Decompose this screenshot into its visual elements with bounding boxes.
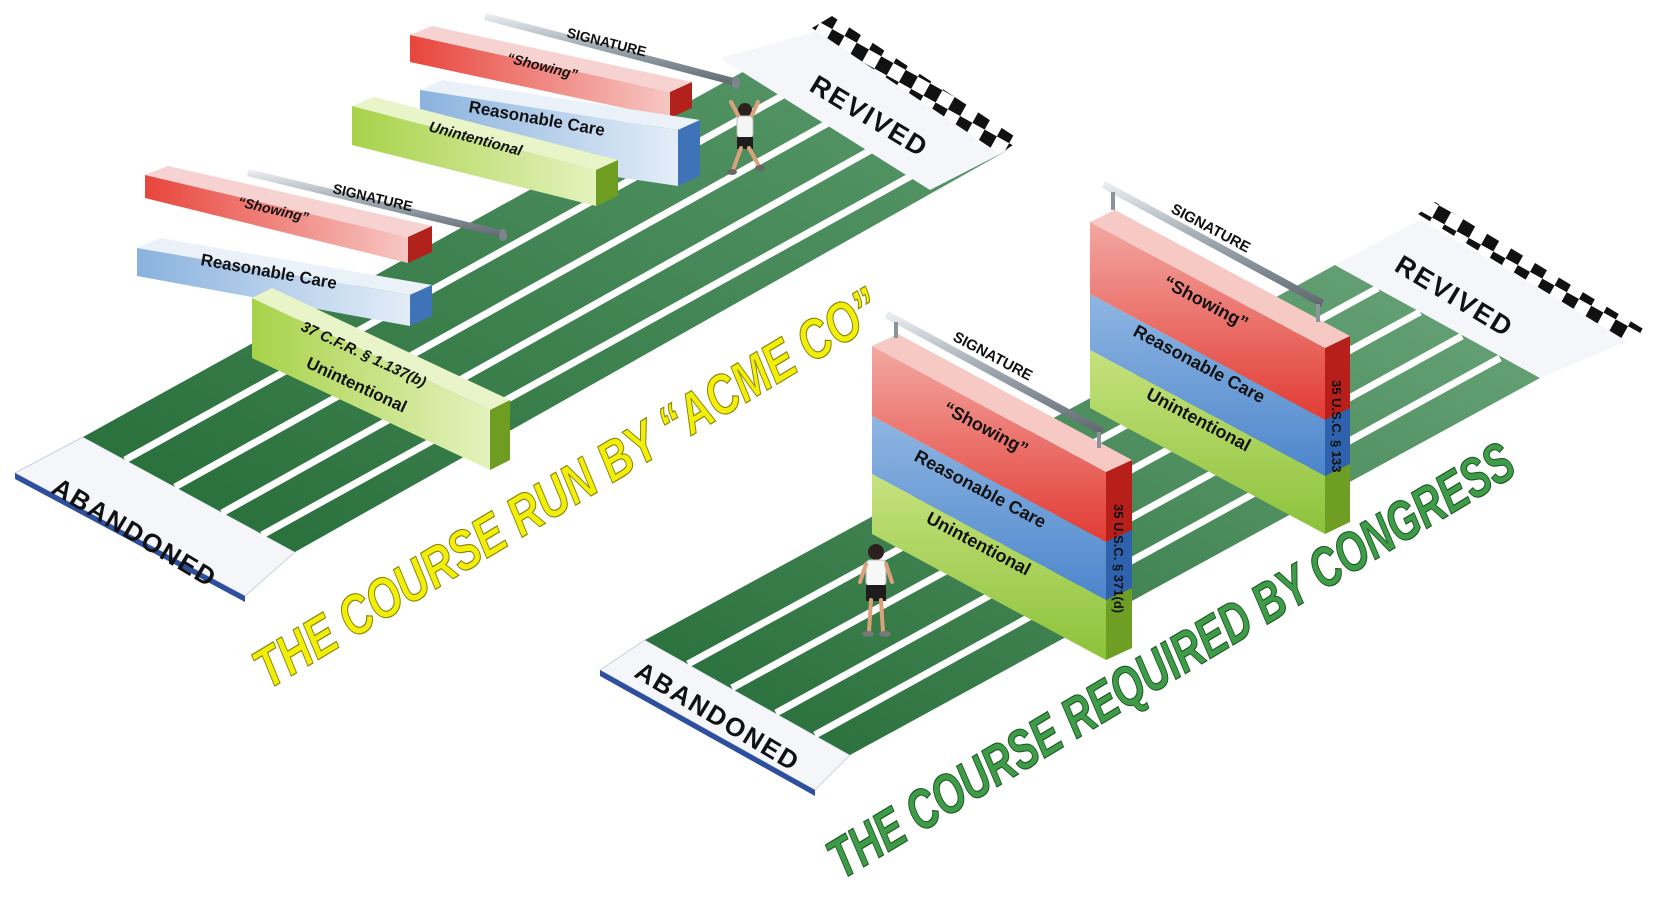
right-runner [858, 544, 894, 637]
left-finish-checker [812, 16, 1020, 154]
left-barrier-set-2: SIGNATURE “Showing” Reasonable Care Unin… [352, 13, 740, 206]
right-start-slab-edge [600, 670, 815, 796]
left-unintentional-bar-2-side [596, 160, 618, 206]
right-wall-1-side-green [1106, 588, 1132, 660]
right-signature-rail-2-post-b [1316, 304, 1320, 322]
left-track [83, 32, 1008, 552]
right-course: REVIVED ABANDONED SIGNATURE “Showing” Re… [599, 181, 1645, 796]
right-wall-2: SIGNATURE “Showing” Reasonable Care Unin… [1090, 181, 1350, 534]
left-signature-rail-2-cap [732, 77, 740, 89]
left-unintentional-bar-1 [252, 298, 490, 470]
right-wall-1-blue [872, 416, 1106, 600]
right-signature-rail-2 [1102, 181, 1324, 307]
left-unintentional-bar-1-top [252, 288, 510, 410]
right-wall-1: SIGNATURE “Showing” Reasonable Care Unin… [872, 311, 1132, 660]
right-signature-rail-1-post-a [894, 322, 898, 338]
left-barrier-set-1: SIGNATURE “Showing” Reasonable Care 37 C… [137, 166, 510, 470]
right-signature-rail-1 [885, 311, 1104, 435]
left-signature-rail-1-cap [499, 229, 507, 241]
left-start-slab-edge [15, 473, 245, 602]
left-runner [727, 100, 765, 175]
right-wall-2-red [1090, 222, 1325, 420]
left-reasonable-bar-1-side [410, 285, 432, 326]
right-citation-label-1: 35 U.S.C. § 371(d) [1111, 504, 1126, 613]
right-wall-1-top [872, 334, 1132, 472]
right-signature-rail-2-post-a [1111, 192, 1115, 210]
right-finish-slab [1335, 220, 1630, 378]
left-showing-bar-2 [410, 35, 670, 118]
right-wall-2-side-blue [1325, 408, 1350, 476]
left-reasonable-bar-2-top [420, 80, 700, 130]
left-signature-rail-1 [247, 169, 505, 238]
left-showing-bar-1 [145, 175, 408, 263]
right-wall-2-side-green [1325, 464, 1350, 534]
right-wall-2-blue [1090, 294, 1325, 476]
left-showing-bar-2-side [670, 82, 692, 118]
left-reasonable-bar-1 [137, 248, 410, 326]
right-citation-label-2: 35 U.S.C. § 133 [1329, 380, 1344, 473]
right-wall-2-side-red [1325, 336, 1350, 420]
left-showing-bar-1-top [145, 166, 432, 237]
left-showing-bar-2-top [410, 26, 692, 92]
left-reasonable-bar-1-top [137, 238, 432, 295]
right-wall-1-green [872, 474, 1106, 660]
left-reasonable-bar-2-side [678, 120, 700, 186]
right-wall-1-side-blue [1106, 530, 1132, 600]
right-finish-checker [1418, 202, 1645, 342]
right-wall-1-red [872, 346, 1106, 542]
right-signature-rail-1-post-b [1097, 432, 1101, 448]
right-wall-1-side-red [1106, 460, 1132, 542]
left-unintentional-bar-1-side [490, 400, 510, 470]
left-signature-rail-2 [484, 13, 738, 86]
left-signature-label-2: SIGNATURE [565, 24, 648, 59]
left-unintentional-bar-2-top [352, 97, 618, 170]
left-lane-lines [123, 58, 960, 539]
left-showing-bar-1-side [408, 226, 432, 263]
left-unintentional-bar-2 [352, 106, 596, 206]
right-wall-2-top [1090, 210, 1350, 348]
left-finish-slab [720, 32, 1008, 190]
right-wall-2-green [1090, 350, 1325, 534]
